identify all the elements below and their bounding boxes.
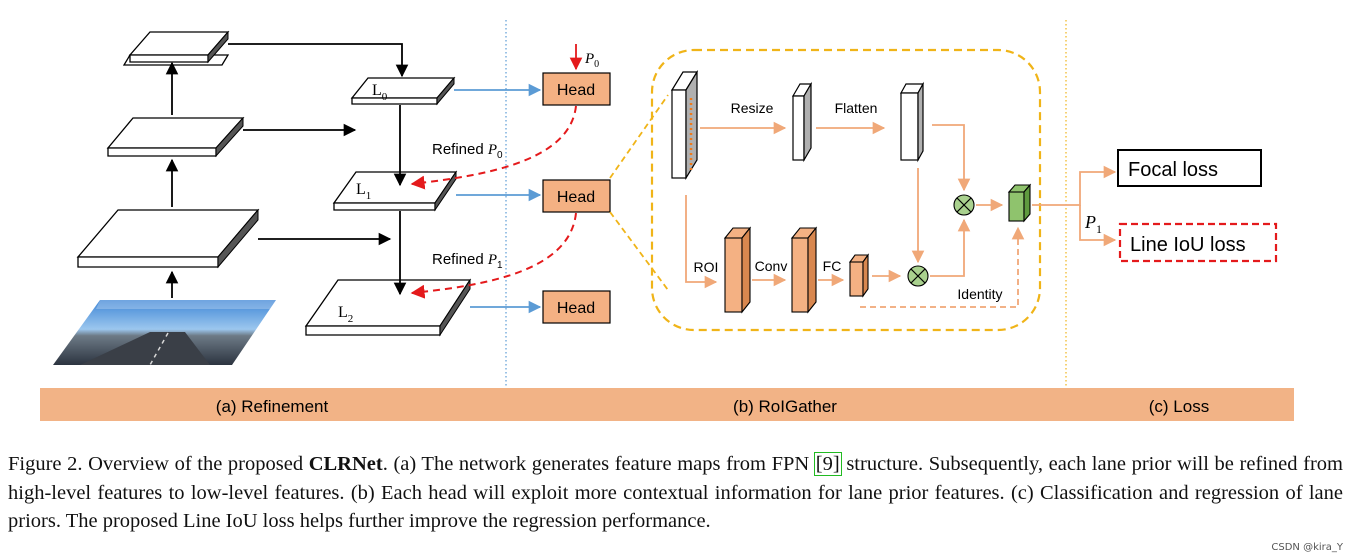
identity-label: Identity	[957, 286, 1002, 302]
level-L0-label: L	[372, 82, 382, 99]
caption-part1: . (a) The network generates feature maps…	[382, 453, 815, 475]
zoom-line-bottom	[609, 211, 669, 291]
caption-part2: structure. Subsequently, each lane prior…	[8, 453, 1343, 532]
svg-text:L2: L2	[338, 304, 353, 325]
citation-link[interactable]: [9]	[813, 452, 842, 476]
arrow-to-focal-loss	[1032, 165, 1117, 206]
loss-p-subscript: 1	[1096, 222, 1102, 236]
conv-label: Conv	[755, 258, 788, 274]
head-0: Head	[542, 72, 611, 106]
fc-label: FC	[823, 258, 842, 274]
panel-label-refinement: (a) Refinement	[216, 397, 329, 416]
level-L2-subscript: 2	[348, 313, 354, 325]
conv-feature-block	[790, 226, 818, 314]
arrow-to-line-iou-loss	[1079, 205, 1117, 247]
backbone-feature-map-middle	[106, 116, 245, 158]
refined-p0-arrow	[410, 105, 577, 190]
flattened-feature	[899, 81, 925, 163]
svg-text:Refined P0: Refined P0	[432, 141, 503, 161]
svg-text:Refined P1: Refined P1	[432, 251, 503, 271]
line-iou-loss-box: Line IoU loss	[1118, 222, 1278, 263]
loss-p-label: P	[1084, 212, 1096, 232]
panel-label-roigather: (b) RoIGather	[733, 397, 837, 416]
arrow-roi	[685, 195, 718, 289]
focal-loss-label: Focal loss	[1128, 159, 1218, 181]
level-L0-subscript: 0	[382, 91, 388, 103]
svg-text:L1: L1	[356, 181, 371, 202]
refined-p0-text: Refined	[432, 141, 488, 158]
multiply-node-lower	[907, 265, 929, 287]
lateral-arrow-top	[228, 43, 409, 78]
head-0-label: Head	[557, 82, 595, 99]
panel-label-band	[40, 388, 1294, 421]
refined-p1-sub: 1	[497, 260, 503, 271]
clrnet-architecture-figure: (a) Refinement (b) RoIGather (c) Loss L0	[40, 20, 1294, 421]
resized-feature	[791, 81, 813, 163]
arrow-lower-to-upper-mult	[930, 218, 971, 277]
roigather-output-feature	[1007, 183, 1032, 223]
roi-feature-block	[723, 226, 752, 314]
feature-level-L2: L2	[304, 278, 472, 337]
refined-p1-p: P	[487, 252, 497, 268]
head-1-label: Head	[557, 189, 595, 206]
head-2-label: Head	[557, 300, 595, 317]
input-road-image	[53, 300, 276, 366]
refined-p1-arrow	[410, 212, 577, 299]
level-L1-subscript: 1	[366, 190, 372, 202]
svg-text:P0: P0	[584, 51, 599, 70]
head-1: Head	[542, 179, 611, 213]
focal-loss-box: Focal loss	[1117, 149, 1262, 187]
level-L1-label: L	[356, 181, 366, 198]
refined-p1-text: Refined	[432, 251, 488, 268]
head-2: Head	[542, 290, 611, 324]
backbone-feature-map-bottom	[76, 208, 260, 269]
figure-caption: Figure 2. Overview of the proposed CLRNe…	[8, 450, 1343, 536]
arrow-flatten-to-mult-upper	[932, 124, 971, 192]
line-iou-loss-label: Line IoU loss	[1130, 234, 1246, 256]
identity-skip-arrow	[860, 226, 1025, 308]
caption-model-name: CLRNet	[308, 453, 383, 475]
roigather-box	[650, 48, 1042, 332]
refined-p0-sub: 0	[497, 150, 503, 161]
roi-input-feature	[670, 69, 699, 181]
feature-level-L0: L0	[350, 76, 456, 106]
panel-label-loss: (c) Loss	[1149, 397, 1209, 416]
watermark: CSDN @kira_Y	[1271, 542, 1343, 553]
multiply-node-upper	[953, 194, 975, 216]
prior-label: P	[584, 51, 594, 67]
caption-lead: Figure 2. Overview of the proposed	[8, 453, 309, 475]
zoom-line-top	[609, 94, 669, 179]
backbone-feature-map-top	[122, 30, 230, 66]
prior-subscript: 0	[594, 59, 599, 70]
refined-p0-p: P	[487, 142, 497, 158]
roi-label: ROI	[694, 259, 719, 275]
feature-level-L1: L1	[332, 170, 458, 212]
flatten-label: Flatten	[835, 100, 878, 116]
resize-label: Resize	[731, 100, 774, 116]
svg-text:L0: L0	[372, 82, 388, 103]
svg-text:P1: P1	[1084, 212, 1102, 236]
level-L2-label: L	[338, 304, 348, 321]
fc-feature-block	[848, 253, 870, 298]
